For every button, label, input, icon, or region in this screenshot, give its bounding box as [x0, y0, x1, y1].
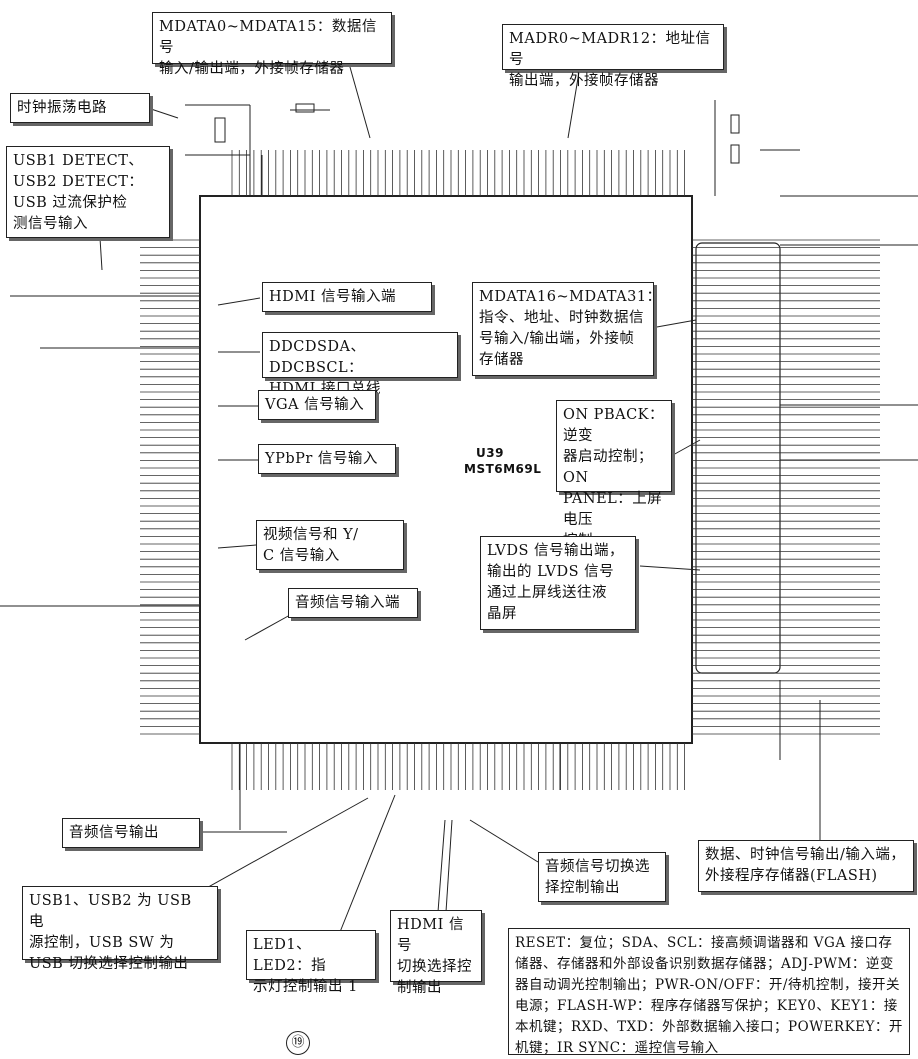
pin-lines	[140, 150, 880, 790]
leader-video	[217, 544, 257, 549]
leader-audio-in	[244, 614, 291, 641]
bottom-rails	[0, 295, 781, 830]
leader-lines	[99, 59, 821, 933]
leader-onpback	[672, 439, 701, 456]
callout-led: LED1、LED2：指 示灯控制输出 1	[246, 930, 376, 995]
callout-ypbpr: YPbPr 信号输入	[258, 444, 396, 474]
callout-clock: 时钟振荡电路	[10, 93, 150, 123]
leader-hdmi	[217, 297, 261, 306]
page-number: ⑲	[286, 1031, 310, 1055]
clock-circuit	[185, 103, 330, 196]
right-components	[714, 100, 918, 461]
right-pin-bank	[695, 242, 781, 674]
leader-lvds	[639, 565, 701, 571]
callout-usb-detect: USB1 DETECT、 USB2 DETECT： USB 过流保护检 测信号输…	[6, 146, 170, 238]
callout-audio-switch: 音频信号切换选 择控制输出	[538, 852, 666, 902]
chip-model: MST6M69L	[464, 462, 542, 476]
leader-mdata-low	[347, 59, 371, 139]
callout-lvds: LVDS 信号输出端， 输出的 LVDS 信号 通过上屏线送往液 晶屏	[480, 536, 636, 630]
leader-usb-detect	[99, 237, 103, 271]
callout-onpback: ON PBACK：逆变 器启动控制；ON PANEL：上屏电压 控制	[556, 400, 672, 549]
callout-usb-power: USB1、USB2 为 USB 电 源控制，USB SW 为 USB 切换选择控…	[22, 886, 218, 972]
callout-audio-in: 音频信号输入端	[288, 588, 418, 618]
callout-mdata-high: MDATA16~MDATA31： 指令、地址、时钟数据信 号输入/输出端，外接帧…	[472, 282, 661, 376]
leader-usb-power	[184, 797, 369, 901]
callout-video: 视频信号和 Y/ C 信号输入	[256, 520, 404, 570]
leader-led	[339, 794, 396, 933]
callout-mdata-low: MDATA0~MDATA15：数据信号 输入/输出端，外接帧存储器	[152, 12, 392, 77]
leader-clock	[147, 107, 179, 119]
callout-hdmi-switch: HDMI 信号 切换选择控 制输出	[390, 910, 482, 996]
leader-hdmi-switch-1	[437, 819, 446, 913]
callout-hdmi-in: HDMI 信号输入端	[262, 282, 432, 312]
leader-audio-switch	[469, 819, 539, 863]
callout-vga: VGA 信号输入	[258, 390, 376, 420]
callout-reset: RESET：复位；SDA、SCL：接高频调谐器和 VGA 接口存储器、存储器和外…	[508, 928, 910, 1056]
chip-ref: U39	[476, 446, 504, 460]
leader-madr	[567, 65, 581, 139]
callout-ddc: DDCDSDA、DDCBSCL： HDMI 接口总线	[262, 332, 458, 397]
callout-madr: MADR0~MADR12：地址信号 输出端，外接帧存储器	[502, 24, 724, 89]
leader-hdmi-switch-2	[445, 819, 453, 913]
callout-flash: 数据、时钟信号输出/输入端， 外接程序存储器(FLASH)	[698, 840, 914, 892]
callout-audio-out: 音频信号输出	[62, 818, 200, 848]
